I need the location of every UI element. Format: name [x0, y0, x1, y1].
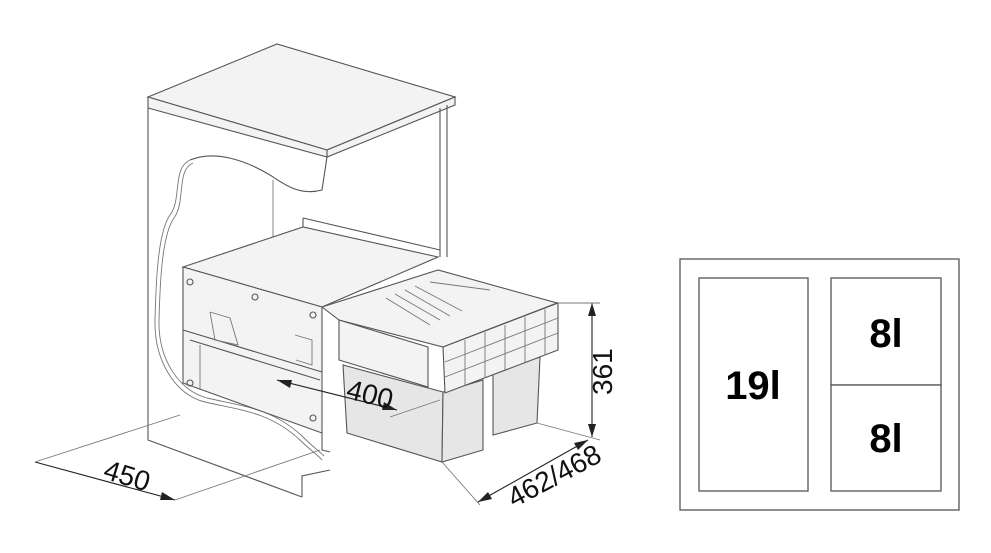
- bin-carrier-grid: [442, 302, 559, 394]
- dimension-label-cabinet-depth: 450: [100, 454, 154, 497]
- bins: [320, 269, 559, 463]
- compartment-right-top: [830, 277, 942, 386]
- dimension-label-bin-depth: 462/468: [502, 438, 606, 513]
- compartment-right-top-label: 8l: [869, 312, 902, 356]
- compartment-left-label: 19l: [725, 364, 781, 408]
- dimension-label-height: 361: [587, 348, 618, 395]
- cable: [154, 159, 325, 461]
- cabinet-body: [147, 105, 448, 498]
- drawer-frame: [181, 217, 441, 434]
- compartment-layout: [679, 258, 960, 511]
- dimension-lines: [34, 302, 601, 506]
- compartment-right-bottom-label: 8l: [869, 417, 902, 461]
- compartment-right-bottom: [830, 384, 942, 492]
- countertop: [146, 43, 457, 158]
- compartment-left: [698, 277, 809, 492]
